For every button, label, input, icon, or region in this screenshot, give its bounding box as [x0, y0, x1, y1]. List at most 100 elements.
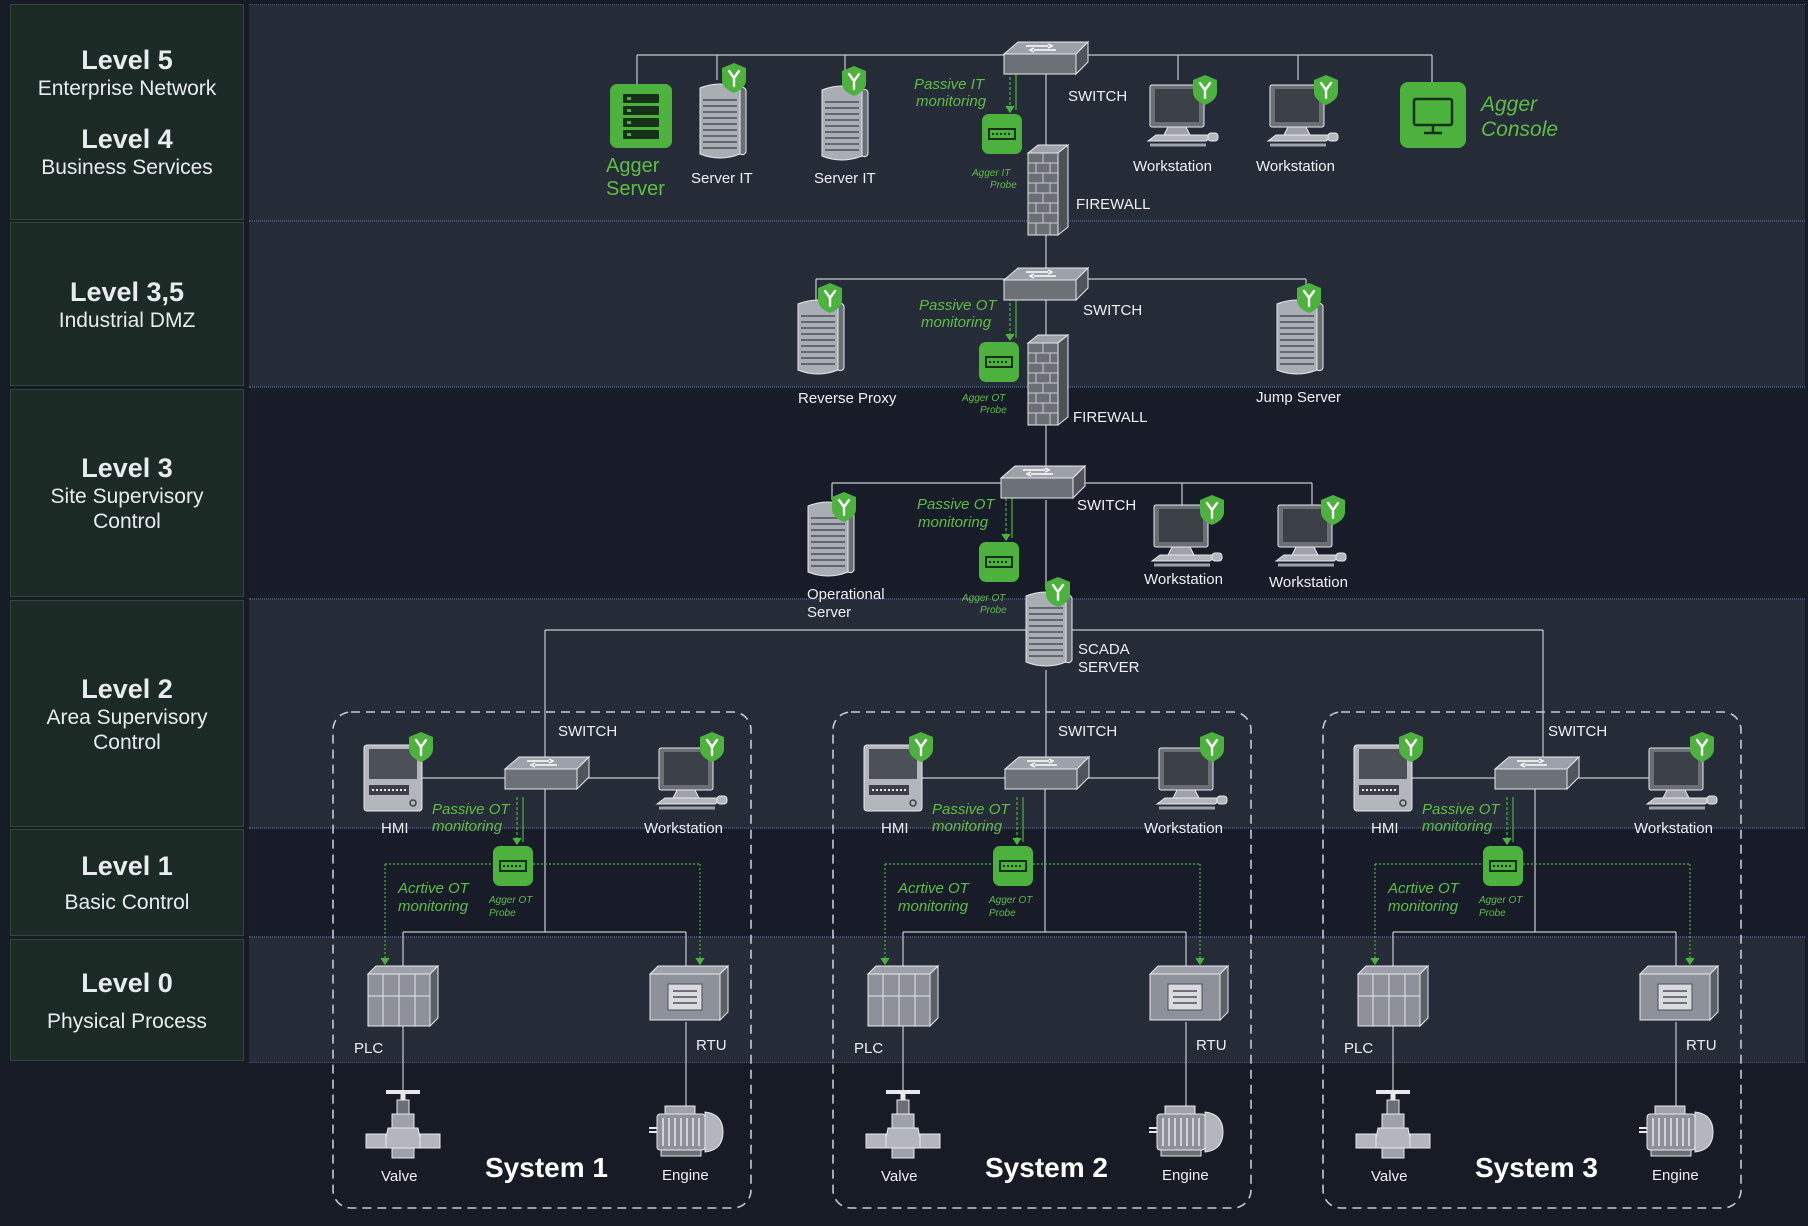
- system-1-plc-label: PLC: [354, 1040, 383, 1057]
- server-it-1-icon: [699, 83, 747, 159]
- operational-server-label-2: Server: [807, 604, 851, 621]
- system-2-plc-label: PLC: [854, 1040, 883, 1057]
- system-1-active-ot-label-1: Acrtive OT: [397, 880, 471, 897]
- level-35-subtitle: Industrial DMZ: [58, 308, 196, 332]
- dmz-switch: [1003, 267, 1089, 301]
- passive-ot-site-label-2: monitoring: [918, 514, 989, 531]
- system-2-monitoring-links: [880, 797, 1205, 966]
- system-2-switch: [1004, 756, 1090, 790]
- agger-server-icon: [610, 84, 672, 148]
- jump-server-icon: [1276, 299, 1324, 375]
- system-3-engine-label: Engine: [1652, 1167, 1699, 1184]
- system-2-passive-ot-label-2: monitoring: [932, 818, 1003, 835]
- system-2-active-ot-label-2: monitoring: [898, 898, 969, 915]
- system-1-passive-ot-label-1: Passive OT: [432, 801, 511, 818]
- system-1-boundary: [332, 711, 752, 1209]
- workstation-l5-1-label: Workstation: [1133, 158, 1212, 175]
- agger-ot-probe-dmz-label-2: Probe: [980, 405, 1007, 416]
- system-1-agger-ot-probe-icon: [492, 845, 534, 887]
- system-3-rtu-icon: [1639, 965, 1719, 1021]
- reverse-proxy-icon: [797, 299, 845, 375]
- agger-console-label-2: Console: [1481, 118, 1558, 141]
- level5-firewall-label: FIREWALL: [1076, 196, 1150, 213]
- agger-it-probe-icon: [981, 113, 1023, 155]
- agger-console-icon: [1400, 82, 1466, 148]
- system-1-switch-label: SWITCH: [558, 723, 617, 740]
- system-3-agger-ot-probe-label-2: Probe: [1479, 908, 1506, 919]
- system-1-workstation-label: Workstation: [644, 820, 723, 837]
- scada-server-label-1: SCADA: [1078, 641, 1130, 658]
- passive-it-label-1: Passive IT: [914, 76, 986, 93]
- system-3-rtu-label: RTU: [1686, 1037, 1717, 1054]
- level-1-panel: Level 1 Basic Control: [10, 829, 244, 936]
- server-it-2-icon: [821, 85, 869, 161]
- site-switch-label: SWITCH: [1077, 497, 1136, 514]
- system-3-switch: [1494, 756, 1580, 790]
- system-2-agger-ot-probe-label-2: Probe: [989, 908, 1016, 919]
- workstation-l3-2-label: Workstation: [1269, 574, 1348, 591]
- scada-server-icon: [1025, 591, 1073, 667]
- system-3-engine-icon: [1638, 1105, 1714, 1157]
- system-3-workstation-label: Workstation: [1634, 820, 1713, 837]
- system-2-valve-label: Valve: [881, 1168, 917, 1185]
- level-35-title: Level 3,5: [69, 276, 185, 307]
- level-1-subtitle: Basic Control: [64, 891, 190, 914]
- system-1-passive-ot-label-2: monitoring: [432, 818, 503, 835]
- passive-ot-dmz-link: [1005, 298, 1017, 342]
- system-1-hmi-label: HMI: [381, 820, 409, 837]
- system-3-title: System 3: [1475, 1152, 1598, 1183]
- passive-ot-dmz-label-2: monitoring: [921, 314, 992, 331]
- dmz-firewall-icon: [1027, 334, 1069, 426]
- system-2-agger-ot-probe-icon: [992, 845, 1034, 887]
- level-2-title: Level 2: [81, 673, 173, 704]
- system-2-workstation-label: Workstation: [1144, 820, 1223, 837]
- system-3-hmi-label: HMI: [1371, 820, 1399, 837]
- system-1-agger-ot-probe-label-2: Probe: [489, 908, 516, 919]
- jump-server-label: Jump Server: [1256, 389, 1341, 406]
- band-level-5-4: [249, 4, 1805, 221]
- system-1-rtu-label: RTU: [696, 1037, 727, 1054]
- system-1-valve-icon: [366, 1092, 440, 1158]
- system-1-valve-label: Valve: [381, 1168, 417, 1185]
- server-it-1-label: Server IT: [691, 170, 753, 187]
- system-2-rtu-icon: [1149, 965, 1229, 1021]
- level-3-title: Level 3: [81, 453, 173, 483]
- level-1-title: Level 1: [81, 851, 173, 881]
- level5-switch-label: SWITCH: [1068, 88, 1127, 105]
- level-5-4-panel: Level 5 Enterprise Network Level 4 Busin…: [10, 4, 244, 220]
- system-2-rtu-label: RTU: [1196, 1037, 1227, 1054]
- level-0-title: Level 0: [81, 967, 173, 998]
- system-2-engine-icon: [1148, 1105, 1224, 1157]
- agger-it-probe-label-1: Agger IT: [971, 168, 1011, 179]
- system-1: SWITCH HMI Workstation Passive OTmonitoring…: [332, 711, 752, 1209]
- system-3-plc-label: PLC: [1344, 1040, 1373, 1057]
- system-1-title: System 1: [485, 1152, 608, 1183]
- system-3-agger-ot-probe-icon: [1482, 845, 1524, 887]
- level-4-title: Level 4: [81, 124, 173, 154]
- level-3-subtitle: Site Supervisory Control: [50, 485, 204, 533]
- agger-it-probe-label-2: Probe: [990, 180, 1017, 191]
- workstation-l3-1-label: Workstation: [1144, 571, 1223, 588]
- level5-firewall-icon: [1027, 144, 1069, 236]
- passive-it-label-2: monitoring: [916, 93, 987, 110]
- system-3-plc-icon: [1357, 965, 1429, 1027]
- system-1-plc-icon: [367, 965, 439, 1027]
- level-2-panel: Level 2 Area Supervisory Control: [10, 600, 244, 827]
- level-0-subtitle: Physical Process: [47, 1009, 207, 1033]
- system-3-active-ot-label-1: Acrtive OT: [1387, 880, 1461, 897]
- system-3-boundary: [1322, 711, 1742, 1209]
- agger-ot-probe-dmz-icon: [978, 341, 1020, 383]
- system-2-valve-icon: [866, 1092, 940, 1158]
- level-3-panel: Level 3 Site Supervisory Control: [10, 389, 244, 597]
- dmz-switch-label: SWITCH: [1083, 302, 1142, 319]
- scada-server-label-2: SERVER: [1078, 659, 1140, 676]
- agger-ot-probe-site-label-2: Probe: [980, 605, 1007, 616]
- system-1-switch: [504, 756, 590, 790]
- dmz-firewall-label: FIREWALL: [1073, 409, 1147, 426]
- agger-ot-probe-site-label-1: Agger OT: [961, 593, 1006, 604]
- level5-switch: [1003, 41, 1089, 75]
- site-switch: [1000, 465, 1086, 499]
- passive-it-link: [1005, 72, 1017, 114]
